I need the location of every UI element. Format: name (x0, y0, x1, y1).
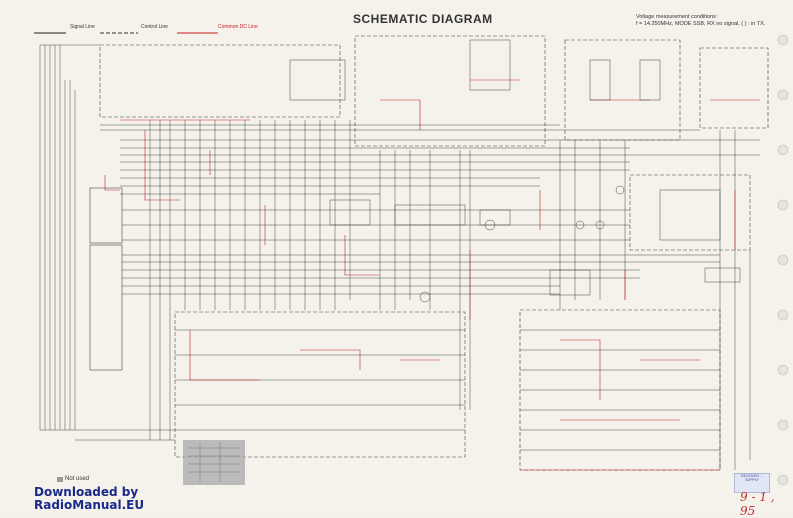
tuner-unit-box (354, 35, 546, 147)
connector-block-upper (89, 187, 123, 244)
relay-unit-box (699, 47, 769, 129)
not-used-block (183, 440, 245, 485)
vertical-wire-bundle (39, 45, 751, 470)
voltage-note-line1: Voltage measurement conditions: (636, 14, 718, 20)
legend-common-dc-label: Common DC Line (218, 24, 258, 30)
watermark-line1: Downloaded by (34, 485, 139, 499)
common-dc-wires (104, 79, 760, 471)
handwritten-date: 9 - 1 , 95 (740, 490, 775, 518)
binder-holes (777, 34, 789, 486)
not-used-block-grid (188, 442, 240, 482)
horizontal-wire-bundle (40, 44, 760, 451)
voltage-note-line2: f = 14.250MHz, MODE SSB, RX no signal, (… (636, 21, 766, 27)
main-unit-box (99, 44, 341, 118)
received-stamp: RECEIVED ... SUPPLY (734, 473, 770, 493)
component-symbols (329, 39, 741, 303)
not-used-label: Not used (65, 476, 90, 482)
not-used-swatch (57, 477, 63, 482)
legend-control-label: Control Line (141, 24, 168, 30)
watermark-line2: RadioManual.EU (34, 498, 145, 512)
legend-signal-label: Signal Line (70, 24, 95, 30)
if-unit-box (174, 311, 466, 458)
connector-block-lower (89, 244, 123, 371)
rf-unit-box (289, 59, 346, 101)
voltage-note: Voltage measurement conditions: f = 14.2… (636, 14, 765, 28)
regulator-unit-box (629, 174, 751, 251)
switch-unit-box (564, 39, 681, 141)
diagram-title: SCHEMATIC DIAGRAM (353, 12, 493, 26)
